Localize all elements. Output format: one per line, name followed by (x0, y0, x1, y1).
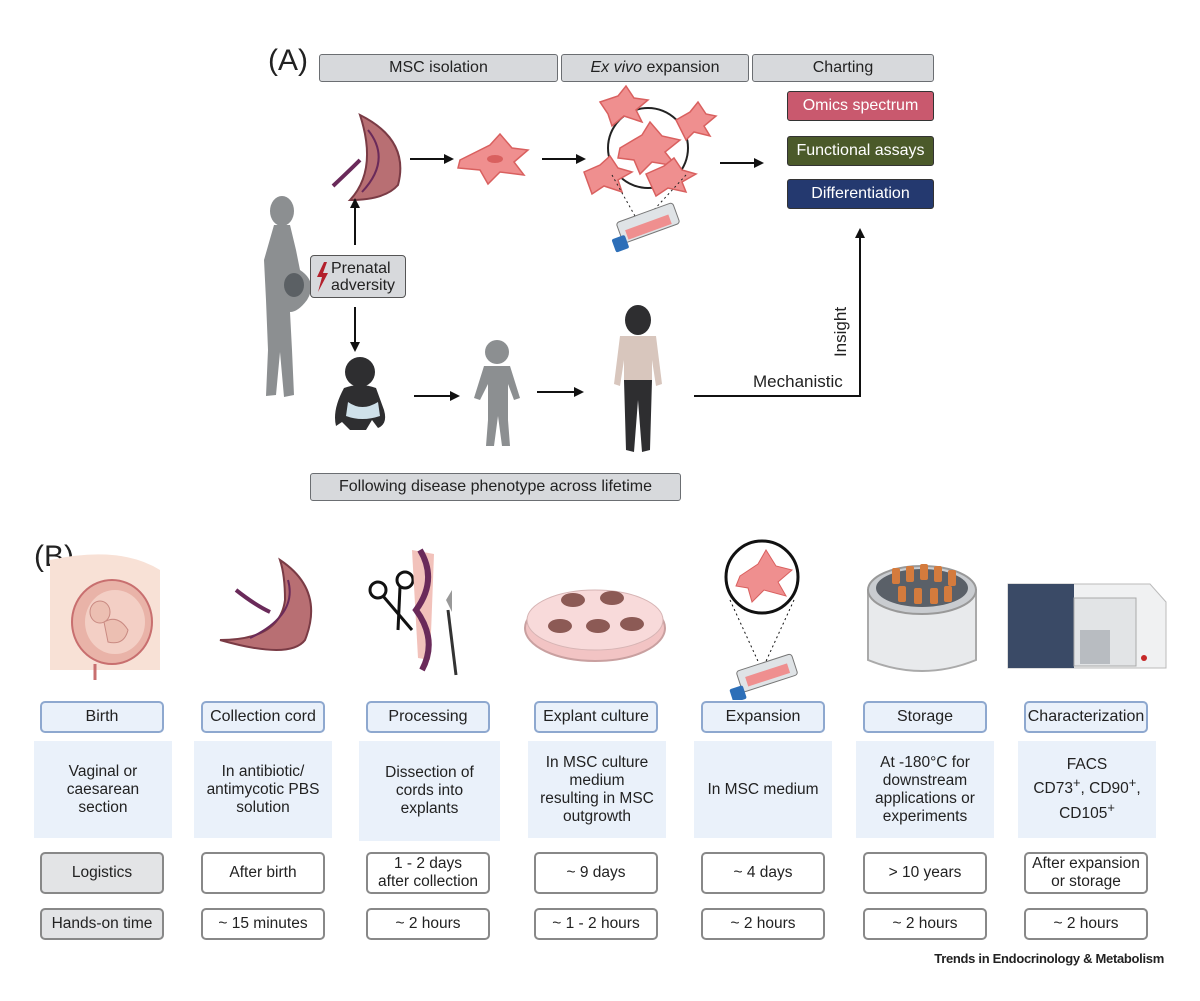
pregnant-woman-icon (264, 196, 312, 397)
desc-line: solution (236, 798, 290, 816)
handson-characterization: ~ 2 hours (1024, 908, 1148, 940)
header-expansion-text: expansion (646, 59, 720, 76)
collection-cord-placenta-icon (219, 557, 313, 651)
step-expansion: Expansion (701, 701, 825, 733)
logistics-explant: ~ 9 days (534, 852, 658, 894)
chart-differentiation: Differentiation (787, 179, 934, 209)
cell-line: after collection (378, 873, 478, 890)
logistics-expansion: ~ 4 days (701, 852, 825, 894)
handson-storage: ~ 2 hours (863, 908, 987, 940)
step-birth: Birth (40, 701, 164, 733)
desc-line: experiments (882, 807, 968, 825)
desc-line: outgrowth (562, 807, 632, 825)
desc-line: medium (569, 771, 625, 789)
desc-line: Dissection of (385, 764, 474, 781)
cell-line: or storage (1051, 873, 1121, 890)
desc-line: downstream (882, 771, 968, 789)
handson-expansion: ~ 2 hours (701, 908, 825, 940)
cell-line: 1 - 2 days (393, 855, 463, 872)
marker-cd73: CD73 (1033, 780, 1073, 798)
baby-icon (335, 357, 386, 430)
adversity-line-2: adversity (331, 277, 396, 294)
desc-expansion: In MSC medium (694, 741, 832, 838)
marker-sup: + (1072, 775, 1081, 791)
cell-line: After birth (229, 864, 297, 881)
desc-line: At -180°C for (880, 753, 970, 771)
placenta-icon (331, 113, 402, 202)
desc-characterization: FACS CD73+, CD90+, CD105+ (1018, 741, 1156, 838)
step-collection-cord: Collection cord (201, 701, 325, 733)
desc-line: explants (400, 800, 459, 817)
child-icon (474, 340, 520, 446)
header-msc-isolation: MSC isolation (319, 54, 558, 82)
marker-sup: + (1107, 799, 1115, 815)
step-processing: Processing (366, 701, 490, 733)
magnified-cells-icon (583, 84, 718, 226)
culture-flask-icon (612, 202, 680, 253)
chart-functional-assays: Functional assays (787, 136, 934, 166)
desc-line: Vaginal or (68, 762, 138, 780)
msc-cell-icon (457, 132, 530, 186)
chart-omics-spectrum: Omics spectrum (787, 91, 934, 121)
desc-line: antimycotic PBS (206, 780, 320, 798)
logistics-collection: After birth (201, 852, 325, 894)
logistics-storage: > 10 years (863, 852, 987, 894)
step-storage: Storage (863, 701, 987, 733)
expansion-flask-icon (724, 539, 800, 700)
header-ex-vivo-expansion: Ex vivo expansion (561, 54, 749, 82)
step-explant-culture: Explant culture (534, 701, 658, 733)
header-charting: Charting (752, 54, 934, 82)
handson-processing: ~ 2 hours (366, 908, 490, 940)
prenatal-adversity-box: Prenatal adversity (310, 255, 406, 298)
facs-markers-line2: CD105+ (1033, 799, 1140, 823)
birth-womb-icon (50, 554, 160, 680)
storage-cryo-icon (867, 564, 977, 672)
marker-cd90: CD90 (1089, 780, 1129, 798)
characterization-facs-icon (1007, 583, 1167, 669)
arrow-mechanistic-insight (694, 228, 865, 397)
desc-line: applications or (875, 789, 975, 807)
logistics-label: Logistics (40, 852, 164, 894)
marker-cd105: CD105 (1059, 804, 1108, 822)
processing-tools-icon (368, 548, 458, 676)
desc-line: cords into (395, 782, 464, 799)
handson-collection: ~ 15 minutes (201, 908, 325, 940)
handson-explant: ~ 1 - 2 hours (534, 908, 658, 940)
cell-line: > 10 years (888, 864, 962, 881)
journal-credit: Trends in Endocrinology & Metabolism (934, 951, 1164, 966)
prenatal-adversity-text: Prenatal adversity (331, 260, 395, 294)
marker-sup: + (1128, 775, 1137, 791)
panel-a-label: (A) (268, 44, 308, 77)
panel-a-illustration (264, 84, 865, 452)
insight-label: Insight (831, 306, 851, 358)
facs-markers-line1: CD73+, CD90+, (1033, 775, 1141, 798)
panel-b-illustrations (50, 539, 1167, 700)
cell-line: After expansion (1032, 855, 1140, 872)
desc-line: caesarean (66, 780, 140, 798)
step-characterization: Characterization (1024, 701, 1148, 733)
desc-line: FACS (1066, 756, 1108, 774)
adult-icon (614, 305, 662, 452)
header-italic: Ex vivo (590, 59, 643, 76)
adversity-line-1: Prenatal (331, 260, 391, 277)
desc-line: section (78, 798, 128, 816)
handson-label: Hands-on time (40, 908, 164, 940)
cell-line: ~ 4 days (733, 864, 793, 881)
explant-culture-dish-icon (524, 589, 666, 662)
lifetime-banner: Following disease phenotype across lifet… (310, 473, 681, 501)
desc-line: In MSC culture (545, 753, 649, 771)
mechanistic-label: Mechanistic (753, 372, 843, 391)
desc-line: In antibiotic/ (221, 762, 305, 780)
lightning-icon (317, 262, 328, 292)
cell-line: ~ 9 days (566, 864, 626, 881)
desc-line: resulting in MSC (540, 789, 654, 807)
desc-line: In MSC medium (707, 780, 819, 798)
